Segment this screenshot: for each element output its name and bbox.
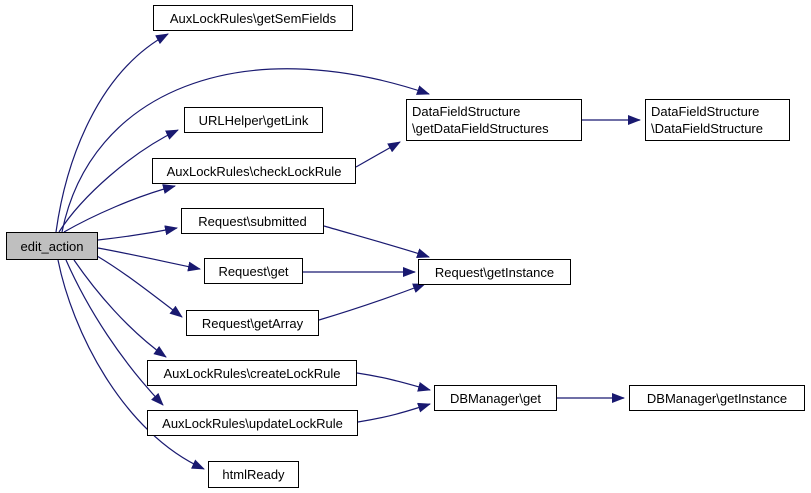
- node-label: AuxLockRules\createLockRule: [163, 365, 341, 381]
- edge-edit-action-to-auxlockrules-getsemfields: [55, 33, 169, 233]
- edge-edit-action-to-request-getarray: [96, 255, 183, 318]
- edge-auxlockrules-checklockrule-to-datafieldstructure-getdatafieldstructures: [355, 141, 401, 168]
- node-label: DataFieldStructure: [651, 104, 760, 119]
- edge-edit-action-to-request-get: [97, 247, 201, 272]
- edge-request-submitted-to-request-getinstance: [323, 225, 430, 258]
- node-dbmanager-get[interactable]: DBManager\get: [434, 385, 557, 411]
- edge-edit-action-to-datafieldstructure-getdatafieldstructures: [61, 68, 430, 233]
- node-edit-action[interactable]: edit_action: [6, 232, 98, 260]
- node-datafieldstructure-datafieldstructure[interactable]: DataFieldStructure \DataFieldStructure: [645, 99, 790, 141]
- node-auxlockrules-createlockrule[interactable]: AuxLockRules\createLockRule: [147, 360, 357, 386]
- edge-edit-action-to-request-submitted: [97, 225, 178, 241]
- node-label: \DataFieldStructure: [651, 121, 763, 136]
- node-label: Request\getArray: [201, 315, 304, 331]
- node-request-submitted[interactable]: Request\submitted: [181, 208, 324, 234]
- node-label: edit_action: [20, 238, 84, 254]
- node-dbmanager-getinstance[interactable]: DBManager\getInstance: [629, 385, 805, 411]
- node-request-getinstance[interactable]: Request\getInstance: [418, 259, 571, 285]
- node-label: AuxLockRules\updateLockRule: [162, 415, 343, 431]
- node-label: DataFieldStructure: [412, 104, 521, 119]
- edge-edit-action-to-auxlockrules-createlockrule: [73, 259, 167, 358]
- node-request-get[interactable]: Request\get: [204, 258, 303, 284]
- edge-edit-action-to-htmlready: [57, 259, 205, 470]
- node-htmlready[interactable]: htmlReady: [208, 461, 299, 488]
- node-label: Request\get: [218, 263, 289, 279]
- node-auxlockrules-getsemfields[interactable]: AuxLockRules\getSemFields: [153, 5, 353, 31]
- node-request-getarray[interactable]: Request\getArray: [186, 310, 319, 336]
- edge-request-getarray-to-request-getinstance: [318, 283, 426, 321]
- node-label: AuxLockRules\checkLockRule: [166, 163, 342, 179]
- node-label: DBManager\getInstance: [646, 390, 788, 406]
- node-auxlockrules-updatelockrule[interactable]: AuxLockRules\updateLockRule: [147, 410, 358, 436]
- node-label: Request\submitted: [198, 213, 307, 229]
- node-datafieldstructure-getdatafieldstructures[interactable]: DataFieldStructure \getDataFieldStructure…: [406, 99, 582, 141]
- node-label: htmlReady: [222, 467, 285, 482]
- node-label: Request\getInstance: [434, 264, 555, 280]
- node-urlhelper-getlink[interactable]: URLHelper\getLink: [184, 107, 323, 133]
- node-label: DBManager\get: [449, 390, 542, 406]
- edge-edit-action-to-urlhelper-getlink: [58, 129, 179, 233]
- node-auxlockrules-checklockrule[interactable]: AuxLockRules\checkLockRule: [152, 158, 356, 184]
- node-label: URLHelper\getLink: [198, 112, 309, 128]
- edge-edit-action-to-auxlockrules-checklockrule: [63, 184, 176, 233]
- edge-auxlockrules-createlockrule-to-dbmanager-get: [356, 372, 431, 392]
- node-label: \getDataFieldStructures: [412, 121, 549, 136]
- edge-edit-action-to-auxlockrules-updatelockrule: [65, 259, 164, 406]
- node-label: AuxLockRules\getSemFields: [169, 10, 337, 26]
- edge-auxlockrules-updatelockrule-to-dbmanager-get: [357, 402, 431, 423]
